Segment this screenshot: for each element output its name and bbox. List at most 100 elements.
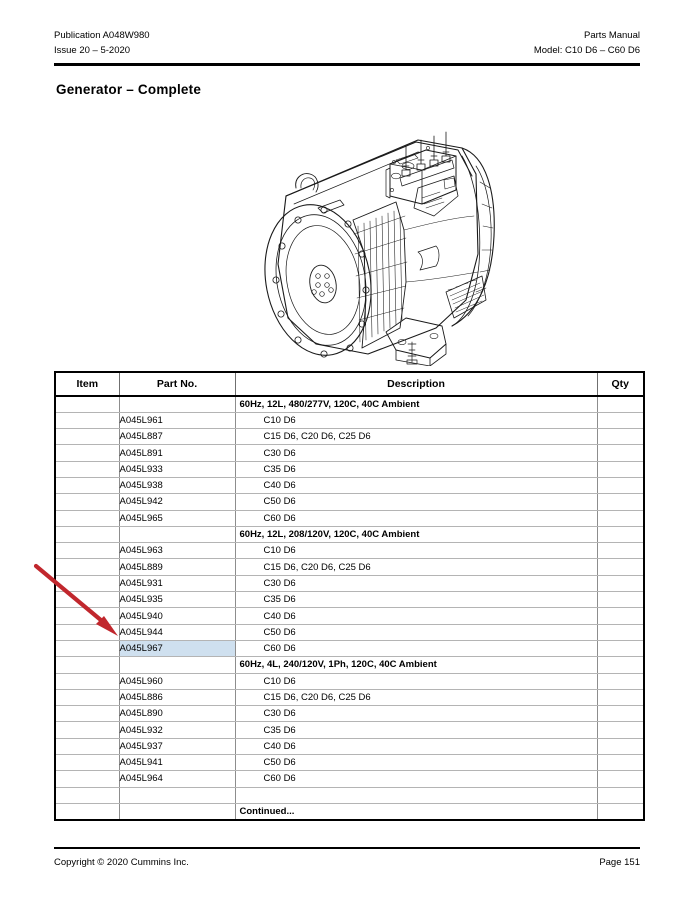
cell-qty[interactable] bbox=[596, 411, 644, 430]
cell-description[interactable]: C10 D6 bbox=[234, 672, 598, 690]
cell-item[interactable] bbox=[55, 721, 120, 739]
cell-description[interactable]: C30 D6 bbox=[234, 574, 598, 593]
cell-item[interactable] bbox=[55, 705, 120, 723]
cell-item[interactable] bbox=[55, 558, 120, 576]
cell-qty[interactable] bbox=[596, 460, 644, 478]
cell-item[interactable] bbox=[55, 591, 120, 609]
cell-description[interactable]: C50 D6 bbox=[234, 754, 598, 772]
cell-part-no[interactable]: A045L937 bbox=[118, 737, 236, 756]
cell-part-no[interactable]: A045L938 bbox=[118, 476, 236, 495]
cell-description[interactable]: C40 D6 bbox=[234, 737, 598, 756]
cell-item[interactable] bbox=[55, 509, 120, 527]
cell-qty[interactable] bbox=[596, 754, 644, 772]
cell-qty[interactable] bbox=[596, 542, 644, 560]
cell-description[interactable]: C10 D6 bbox=[234, 542, 598, 560]
cell-part-no[interactable]: A045L967 bbox=[118, 639, 236, 658]
cell-qty[interactable] bbox=[596, 721, 644, 739]
cell-description[interactable]: C30 D6 bbox=[234, 705, 598, 723]
cell-part-no[interactable]: A045L964 bbox=[118, 770, 236, 788]
cell-item[interactable] bbox=[55, 623, 120, 641]
cell-item[interactable] bbox=[55, 688, 120, 707]
cell-item[interactable] bbox=[55, 411, 120, 430]
cell-part-no[interactable]: A045L942 bbox=[118, 493, 236, 511]
cell-item[interactable] bbox=[55, 607, 120, 625]
cell-item[interactable] bbox=[55, 672, 120, 690]
cell-part-no[interactable]: A045L933 bbox=[118, 460, 236, 478]
cell-item[interactable] bbox=[55, 428, 120, 446]
cell-qty[interactable] bbox=[596, 493, 644, 511]
cell-description[interactable]: C60 D6 bbox=[234, 509, 598, 527]
cell-description[interactable]: C40 D6 bbox=[234, 607, 598, 625]
cell-part-no[interactable]: A045L963 bbox=[118, 542, 236, 560]
cell-description[interactable]: C40 D6 bbox=[234, 476, 598, 495]
cell-description[interactable]: C50 D6 bbox=[234, 623, 598, 641]
cell-description[interactable]: C10 D6 bbox=[234, 411, 598, 430]
cell-qty[interactable] bbox=[596, 509, 644, 527]
cell-description[interactable]: C60 D6 bbox=[234, 639, 598, 658]
cell-item[interactable] bbox=[55, 737, 120, 756]
cell-item[interactable] bbox=[55, 639, 120, 658]
cell-item[interactable] bbox=[55, 476, 120, 495]
cell-qty[interactable] bbox=[596, 737, 644, 756]
cell-description[interactable]: C30 D6 bbox=[234, 444, 598, 462]
cell-part-no[interactable]: A045L886 bbox=[118, 688, 236, 707]
cell-part-no[interactable]: A045L890 bbox=[118, 705, 236, 723]
cell-part-no[interactable]: A045L965 bbox=[118, 509, 236, 527]
cell-qty[interactable] bbox=[596, 623, 644, 641]
cell-qty[interactable] bbox=[596, 558, 644, 576]
cell-qty[interactable] bbox=[596, 770, 644, 788]
cell-description[interactable]: C15 D6, C20 D6, C25 D6 bbox=[234, 428, 598, 446]
cell-description[interactable]: C35 D6 bbox=[234, 460, 598, 478]
cell-qty[interactable] bbox=[596, 428, 644, 446]
cell-qty[interactable] bbox=[596, 672, 644, 690]
cell-item[interactable] bbox=[55, 493, 120, 511]
cell-part-no[interactable]: A045L935 bbox=[118, 591, 236, 609]
cell-qty[interactable] bbox=[596, 574, 644, 593]
cell-part-no[interactable]: A045L940 bbox=[118, 607, 236, 625]
cell-part-no[interactable]: A045L891 bbox=[118, 444, 236, 462]
cell-description[interactable]: C60 D6 bbox=[234, 770, 598, 788]
cell-qty[interactable] bbox=[596, 607, 644, 625]
cell-description[interactable]: C50 D6 bbox=[234, 493, 598, 511]
cell-item[interactable] bbox=[55, 444, 120, 462]
cell-item[interactable] bbox=[55, 574, 120, 593]
cell-qty[interactable] bbox=[596, 476, 644, 495]
cell-item[interactable] bbox=[55, 542, 120, 560]
cell-part-no[interactable]: A045L960 bbox=[118, 672, 236, 690]
cell-qty[interactable] bbox=[596, 444, 644, 462]
cell-part-no[interactable]: A045L931 bbox=[118, 574, 236, 593]
cell-qty[interactable] bbox=[596, 591, 644, 609]
cell-description[interactable]: C35 D6 bbox=[234, 591, 598, 609]
cell-description[interactable]: C15 D6, C20 D6, C25 D6 bbox=[234, 558, 598, 576]
cell-item[interactable] bbox=[55, 460, 120, 478]
cell-item[interactable] bbox=[55, 770, 120, 788]
cell-qty[interactable] bbox=[596, 639, 644, 658]
cell-part-no[interactable]: A045L941 bbox=[118, 754, 236, 772]
cell-description[interactable]: C35 D6 bbox=[234, 721, 598, 739]
cell-part-no[interactable]: A045L932 bbox=[118, 721, 236, 739]
cell-part-no[interactable]: A045L889 bbox=[118, 558, 236, 576]
cell-description[interactable]: C15 D6, C20 D6, C25 D6 bbox=[234, 688, 598, 707]
cell-part-no[interactable]: A045L944 bbox=[118, 623, 236, 641]
cell-part-no[interactable]: A045L887 bbox=[118, 428, 236, 446]
